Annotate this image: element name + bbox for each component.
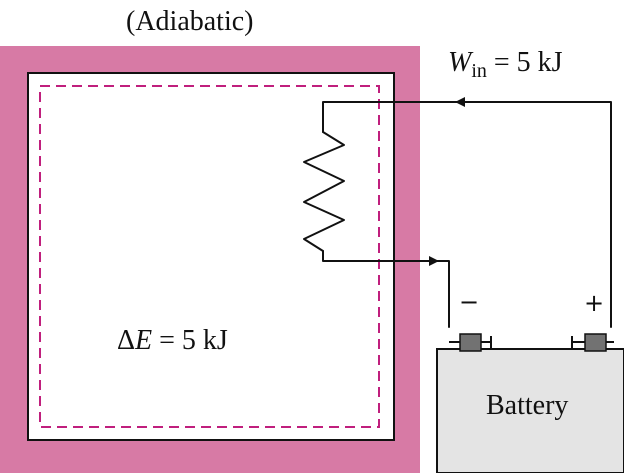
tank-interior [27, 72, 395, 441]
negative-terminal [459, 333, 482, 352]
work-symbol: W [448, 47, 472, 78]
adiabatic-label: (Adiabatic) [126, 6, 254, 37]
delta-symbol: Δ [117, 325, 136, 356]
battery-label: Battery [486, 390, 569, 421]
resistor-icon [303, 131, 345, 252]
battery-icon [436, 333, 624, 473]
positive-sign: + [584, 289, 605, 317]
work-value: = 5 kJ [486, 47, 563, 78]
energy-change-label: ΔE = 5 kJ [117, 327, 228, 355]
bottom-wire [322, 250, 450, 328]
work-input-label: Win = 5 kJ [448, 47, 563, 82]
positive-terminal [584, 333, 607, 352]
positive-terminal-lead [571, 336, 614, 348]
negative-terminal-lead [449, 336, 492, 348]
negative-sign: − [459, 288, 480, 316]
energy-symbol: E [135, 325, 153, 356]
work-subscript: in [471, 60, 487, 82]
system-boundary [39, 85, 380, 428]
energy-value: = 5 kJ [152, 325, 228, 356]
battery-body [436, 348, 624, 473]
